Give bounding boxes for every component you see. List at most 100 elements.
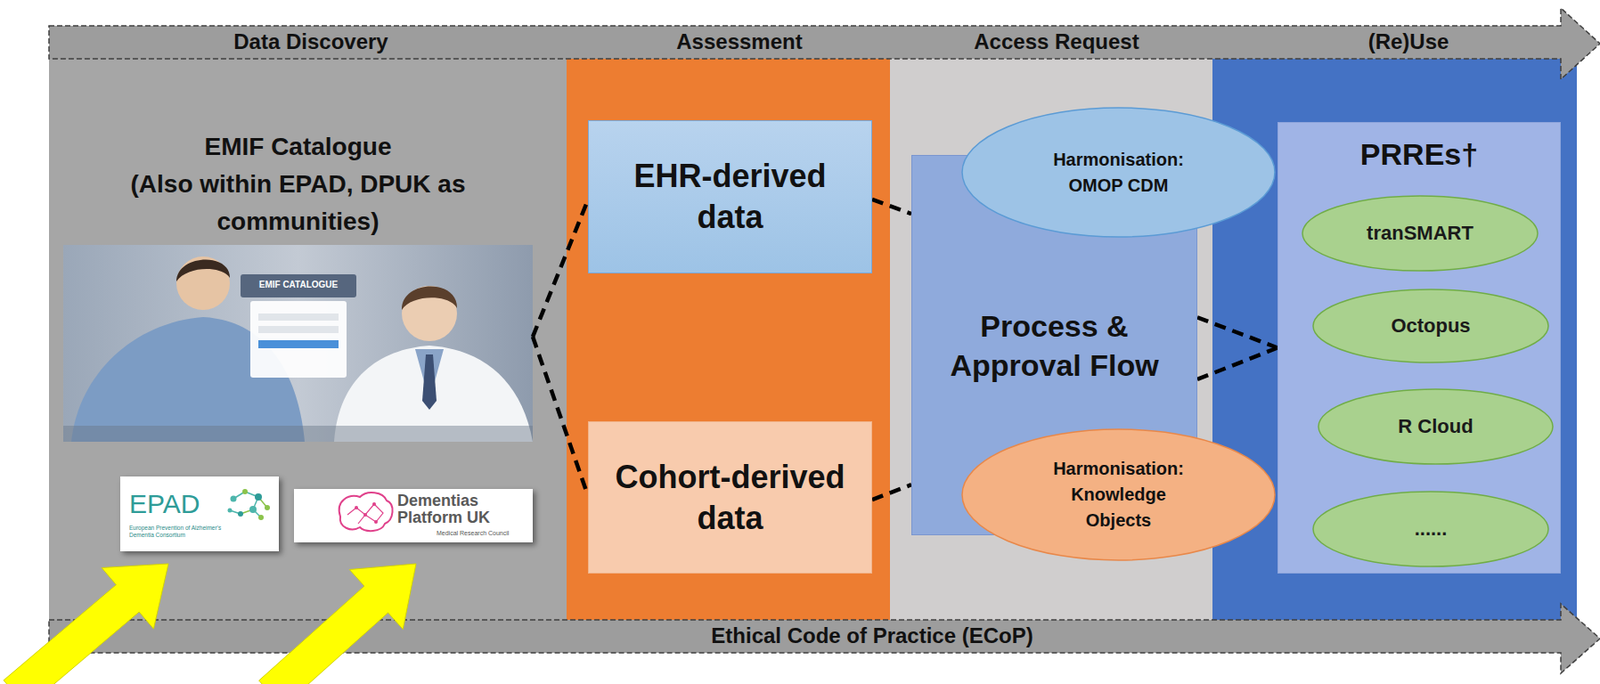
doctor-hair: [401, 285, 458, 311]
icon-dot: [230, 496, 237, 503]
ellipse-label: Harmonisation:: [1053, 456, 1184, 482]
icon-dot: [237, 511, 244, 517]
dashed-connector: [1197, 317, 1278, 348]
login-field: [258, 313, 339, 321]
phase-label: Access Request: [878, 29, 1235, 55]
harmonisation-ellipse-shape: [962, 429, 1275, 561]
ellipse-label: Harmonisation:: [1053, 146, 1184, 173]
text-slot: EPAD: [129, 489, 228, 520]
dashed-connector: [872, 199, 912, 214]
text-slot: Ethical Code of Practice (ECoP): [649, 623, 1095, 649]
tool-label: tranSMART: [1366, 220, 1474, 246]
photo-ground: [63, 244, 533, 442]
text-stack: Octopus: [1312, 288, 1550, 364]
person-head: [176, 256, 230, 311]
text-stack: EHR-derived data: [588, 121, 872, 273]
icon-dot: [254, 493, 262, 501]
phase-band: Data Discovery AssessmentAccess Request (R…: [48, 8, 1600, 80]
text-stack: Harmonisation:OMOP CDM: [961, 106, 1276, 238]
tool-ellipse: R Cloud: [1317, 388, 1554, 466]
tool-ellipse-shape: [1318, 389, 1553, 465]
text-stack: tranSMART: [1301, 195, 1539, 272]
tool-ellipse-shape: [1313, 289, 1549, 363]
icon-dot: [264, 505, 270, 511]
dashed-connector: [1197, 348, 1278, 380]
harmonisation-ellipse-shape: [962, 107, 1275, 237]
ellipse-label: OMOP CDM: [1069, 172, 1169, 199]
person-hair: [176, 259, 230, 282]
catalogue-heading: EMIF Catalogue: [204, 128, 392, 166]
harmonisation-ellipse-outline: [961, 106, 1276, 238]
text-stack: Harmonisation:Knowledge Objects: [961, 428, 1276, 562]
text-stack: Cohort-derived data: [588, 422, 872, 573]
login-card: [250, 301, 347, 378]
logo-text: Dementias Platform UK: [397, 492, 508, 527]
login-field: [258, 326, 339, 334]
doctor-head: [401, 285, 458, 342]
dpuk-brain-icon: [339, 492, 393, 531]
text-slot: (Re)Use: [1274, 29, 1543, 55]
text-slot: Medical Research Council: [436, 530, 530, 538]
icon-dot: [228, 508, 233, 514]
screen-title: EMIF CATALOGUE: [250, 279, 347, 291]
login-button: [258, 340, 339, 349]
dashed-connector: [532, 199, 588, 337]
data-box: Cohort-derived data: [587, 421, 873, 574]
assessment-panel: [566, 25, 890, 621]
logo-text: European Prevention of Alzheimer's Demen…: [129, 524, 229, 539]
brain-dot: [374, 520, 378, 524]
brain-network: [347, 504, 384, 524]
desk: [63, 425, 533, 442]
tool-ellipse-shape: [1313, 491, 1549, 567]
tool-label: ......: [1414, 516, 1448, 542]
phase-label: (Re)Use: [1274, 29, 1543, 55]
icon-dot: [249, 506, 257, 514]
icon-dot: [258, 514, 264, 521]
tool-ellipse: ......: [1312, 490, 1550, 568]
tool-label: Octopus: [1390, 313, 1470, 339]
environment-box: PRREs† tranSMART Octopus R Cloud......: [1277, 122, 1561, 574]
text-slot: Data Discovery: [132, 29, 490, 55]
text-slot: European Prevention of Alzheimer's Demen…: [129, 524, 229, 539]
box-heading: PRREs†: [1360, 136, 1478, 173]
box-label: Cohort-derived data: [597, 457, 863, 539]
brain-dot: [354, 506, 359, 510]
dashed-connector: [532, 336, 588, 497]
dpuk-logo: Dementias Platform UK Medical Research Co…: [293, 489, 533, 543]
box-label: EHR-derived data: [597, 155, 863, 238]
epad-icon: [228, 489, 271, 521]
catalogue-photo: [63, 244, 533, 442]
doctor-tie: [422, 354, 437, 410]
discovery-panel: [48, 25, 567, 621]
phase-label: Data Discovery: [132, 29, 490, 55]
catalogue-heading: (Also within EPAD, DPUK as communities): [89, 165, 508, 241]
harmonisation-ellipse: Harmonisation:OMOP CDM: [961, 106, 1276, 238]
pointer-arrow: [259, 563, 417, 684]
icon-dot: [242, 489, 248, 495]
text-stack: ......: [1312, 490, 1550, 568]
ellipse-label: Knowledge Objects: [1052, 481, 1186, 534]
pointer-arrow: [3, 563, 169, 684]
tool-label: R Cloud: [1397, 414, 1473, 440]
logo-text: Medical Research Council: [436, 530, 530, 538]
tool-ellipse: tranSMART: [1301, 195, 1539, 272]
logo-text: EPAD: [129, 489, 228, 520]
tool-ellipse-shape: [1302, 195, 1538, 271]
text-slot: Assessment: [561, 29, 918, 55]
epad-logo: EPAD European Prevention of Alzheimer's D…: [120, 476, 279, 552]
harmonisation-ellipse: Harmonisation:Knowledge Objects: [961, 428, 1276, 562]
screen-header: [240, 274, 357, 298]
dashed-connector: [872, 484, 912, 500]
brain-outline: [339, 492, 393, 531]
text-slot: Access Request: [878, 29, 1235, 55]
tool-ellipse: Octopus: [1312, 288, 1550, 364]
box-label: Process & Approval Flow: [930, 306, 1180, 385]
phase-label: Assessment: [561, 29, 918, 55]
phase-band-shape: [48, 8, 1600, 80]
reuse-panel: [1212, 25, 1577, 621]
data-box: EHR-derived data: [587, 120, 873, 274]
text-slot: EMIF CATALOGUE: [250, 279, 347, 291]
